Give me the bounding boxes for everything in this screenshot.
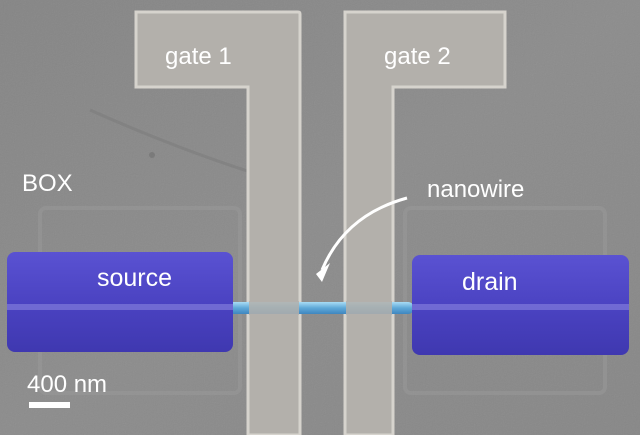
- surface-smudge: [89, 108, 261, 177]
- surface-particle: [149, 152, 155, 158]
- box-label: BOX: [22, 170, 73, 197]
- source-contact: [7, 252, 233, 352]
- gate-2-electrode: [343, 10, 507, 435]
- scale-bar-label: 400 nm: [27, 371, 108, 398]
- nanowire-arrowhead: [316, 263, 330, 282]
- gate-1-electrode: [134, 10, 302, 435]
- gate-1-overlap: [249, 301, 299, 315]
- source-ridge: [7, 304, 233, 310]
- nanowire-arrow: [320, 196, 408, 271]
- nanowire-label: nanowire: [427, 176, 525, 203]
- drain-label: drain: [462, 268, 518, 296]
- gate-2-label: gate 2: [384, 43, 451, 70]
- scale-bar: [29, 402, 70, 408]
- drain-ridge: [412, 304, 629, 310]
- gate-1-label: gate 1: [165, 43, 232, 70]
- source-label: source: [97, 264, 173, 292]
- gate-2-overlap: [346, 301, 392, 315]
